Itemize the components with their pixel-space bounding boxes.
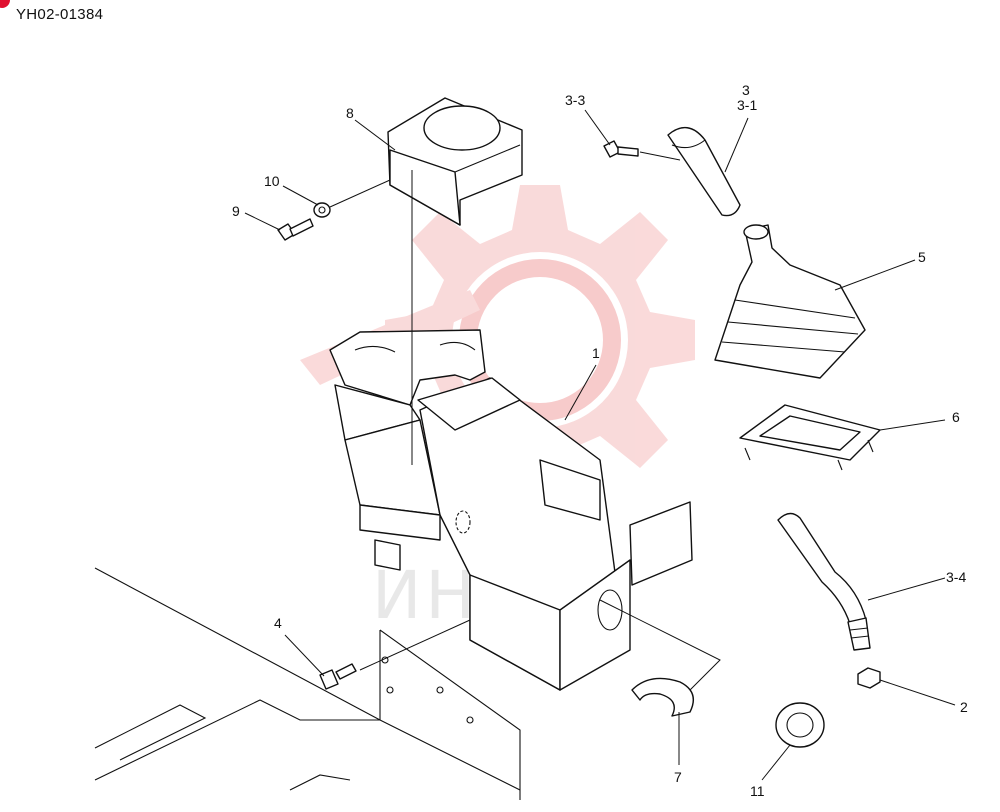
bracket-part-8 [387,97,523,465]
label-part-7: 7 [674,769,682,785]
label-part-3-3: 3-3 [565,92,585,108]
label-part-1: 1 [592,345,600,361]
label-part-6: 6 [952,409,960,425]
label-part-3-1: 3-1 [737,97,757,113]
label-part-9: 9 [232,203,240,219]
label-part-5: 5 [918,249,926,265]
washer-part-10 [313,202,331,218]
drawing-code: YH02-01384 [16,6,104,23]
knob-part-3-1 [667,127,741,217]
grommet-part-11 [775,702,825,748]
label-part-2: 2 [960,699,968,715]
label-part-3: 3 [742,82,750,98]
lever-part-3-4 [777,512,871,651]
floor-panel [94,567,521,800]
clip-part-7 [631,677,694,717]
label-part-10: 10 [264,173,280,189]
bolt-part-3-3 [603,140,639,158]
boot-part-5 [714,224,866,379]
label-part-4: 4 [274,615,282,631]
bolt-part-4 [319,663,357,690]
plate-part-6 [739,404,881,471]
label-part-11: 11 [750,783,765,799]
label-part-3-4: 3-4 [946,569,966,585]
bolt-part-9 [277,218,314,241]
nut-part-2 [857,667,881,689]
console-frame-part-1 [329,329,693,691]
corner-badge-icon [0,0,10,8]
label-part-8: 8 [346,105,354,121]
